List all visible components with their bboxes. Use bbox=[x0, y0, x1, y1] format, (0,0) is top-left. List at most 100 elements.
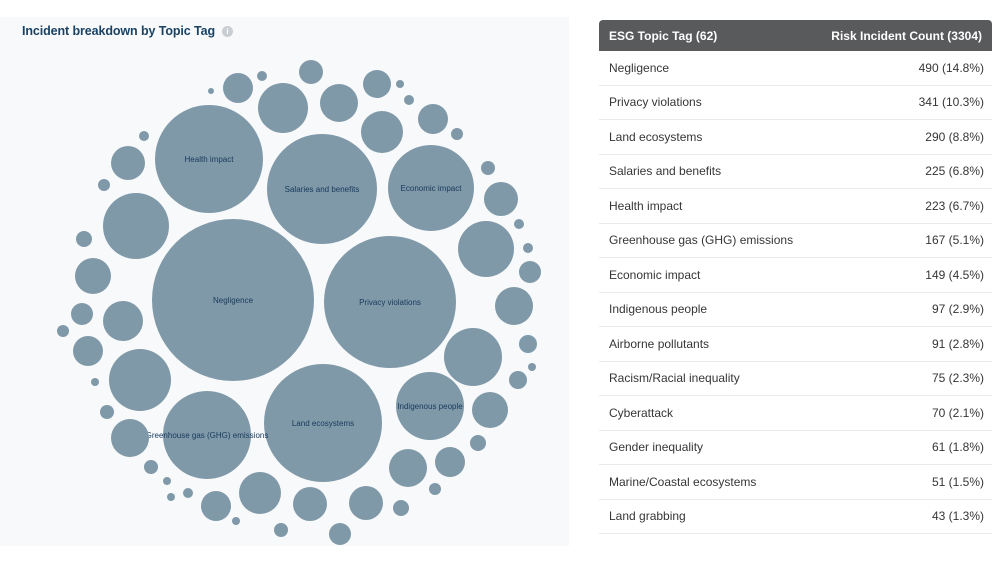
bubble-economic-impact[interactable]: Economic impact bbox=[388, 145, 474, 231]
bubble[interactable] bbox=[444, 328, 502, 386]
bubble[interactable] bbox=[100, 405, 114, 419]
bubble[interactable] bbox=[320, 84, 358, 122]
topic-tag-table: ESG Topic Tag (62) Risk Incident Count (… bbox=[599, 20, 992, 534]
bubble[interactable] bbox=[257, 71, 267, 81]
row-topic: Land ecosystems bbox=[609, 129, 703, 144]
bubble[interactable] bbox=[361, 111, 403, 153]
bubble[interactable] bbox=[435, 447, 465, 477]
bubble[interactable] bbox=[396, 80, 404, 88]
bubble-label: Greenhouse gas (GHG) emissions bbox=[145, 430, 269, 440]
row-topic: Cyberattack bbox=[609, 405, 674, 420]
table-row: Health impact 223 (6.7%) bbox=[599, 189, 992, 224]
bubble[interactable] bbox=[76, 231, 92, 247]
bubble[interactable] bbox=[201, 491, 231, 521]
bubble[interactable] bbox=[183, 488, 193, 498]
row-topic: Negligence bbox=[609, 60, 670, 75]
row-count: 149 (4.5%) bbox=[925, 267, 984, 282]
bubble[interactable] bbox=[528, 363, 536, 371]
card-header: Incident breakdown by Topic Tag i bbox=[22, 24, 233, 38]
bubble[interactable] bbox=[519, 335, 537, 353]
bubble[interactable] bbox=[103, 193, 169, 259]
bubble-health-impact[interactable]: Health impact bbox=[155, 105, 263, 213]
bubble[interactable] bbox=[299, 60, 323, 84]
bubble[interactable] bbox=[109, 349, 171, 411]
bubble[interactable] bbox=[484, 182, 518, 216]
bubble[interactable] bbox=[429, 483, 441, 495]
bubble-label: Negligence bbox=[212, 295, 254, 305]
row-topic: Land grabbing bbox=[609, 509, 686, 524]
row-topic: Health impact bbox=[609, 198, 683, 213]
table-header: ESG Topic Tag (62) Risk Incident Count (… bbox=[599, 20, 992, 51]
row-topic: Airborne pollutants bbox=[609, 336, 710, 351]
bubble[interactable] bbox=[239, 472, 281, 514]
row-count: 225 (6.8%) bbox=[925, 164, 984, 179]
bubble[interactable] bbox=[258, 83, 308, 133]
chart-title: Incident breakdown by Topic Tag bbox=[22, 24, 215, 38]
bubble[interactable] bbox=[329, 523, 351, 545]
bubble-privacy-violations[interactable]: Privacy violations bbox=[324, 236, 456, 368]
bubble-land-ecosystems[interactable]: Land ecosystems bbox=[264, 364, 382, 482]
row-count: 290 (8.8%) bbox=[925, 129, 984, 144]
bubble[interactable] bbox=[349, 486, 383, 520]
row-topic: Salaries and benefits bbox=[609, 164, 722, 179]
bubble[interactable] bbox=[139, 131, 149, 141]
table-row: Land ecosystems 290 (8.8%) bbox=[599, 120, 992, 155]
bubble[interactable] bbox=[91, 378, 99, 386]
row-topic: Greenhouse gas (GHG) emissions bbox=[609, 233, 794, 248]
bubble[interactable] bbox=[274, 523, 288, 537]
row-count: 223 (6.7%) bbox=[925, 198, 984, 213]
bubble[interactable] bbox=[451, 128, 463, 140]
table-row: Airborne pollutants 91 (2.8%) bbox=[599, 327, 992, 362]
row-topic: Racism/Racial inequality bbox=[609, 371, 740, 386]
bubble[interactable] bbox=[103, 301, 143, 341]
bubble[interactable] bbox=[111, 146, 145, 180]
bubble[interactable] bbox=[389, 449, 427, 487]
bubble-label: Economic impact bbox=[400, 183, 462, 193]
bubble-negligence[interactable]: Negligence bbox=[152, 219, 314, 381]
bubble[interactable] bbox=[519, 261, 541, 283]
bubble[interactable] bbox=[232, 517, 240, 525]
bubble[interactable] bbox=[514, 219, 524, 229]
bubble-salaries-and-benefits[interactable]: Salaries and benefits bbox=[267, 134, 377, 244]
bubble[interactable] bbox=[71, 303, 93, 325]
bubble-greenhouse-gas-ghg-emissions[interactable]: Greenhouse gas (GHG) emissions bbox=[146, 391, 268, 479]
bubble[interactable] bbox=[393, 500, 409, 516]
bubble[interactable] bbox=[111, 419, 149, 457]
bubble[interactable] bbox=[167, 493, 175, 501]
bubble[interactable] bbox=[223, 73, 253, 103]
row-count: 75 (2.3%) bbox=[931, 371, 984, 386]
bubble[interactable] bbox=[404, 95, 414, 105]
bubble[interactable] bbox=[163, 477, 171, 485]
bubble[interactable] bbox=[481, 161, 495, 175]
bubble[interactable] bbox=[73, 336, 103, 366]
row-topic: Gender inequality bbox=[609, 440, 704, 455]
bubble-indigenous-people[interactable]: Indigenous people bbox=[396, 372, 464, 440]
bubble-label: Privacy violations bbox=[359, 297, 421, 307]
bubble[interactable] bbox=[472, 392, 508, 428]
row-count: 91 (2.8%) bbox=[931, 336, 984, 351]
bubble[interactable] bbox=[458, 221, 514, 277]
bubble[interactable] bbox=[495, 287, 533, 325]
bubble[interactable] bbox=[363, 70, 391, 98]
bubble[interactable] bbox=[293, 487, 327, 521]
row-topic: Marine/Coastal ecosystems bbox=[609, 474, 757, 489]
bubble[interactable] bbox=[418, 104, 448, 134]
bubble[interactable] bbox=[144, 460, 158, 474]
bubble[interactable] bbox=[57, 325, 69, 337]
col-header-topic: ESG Topic Tag (62) bbox=[609, 28, 718, 43]
bubble[interactable] bbox=[470, 435, 486, 451]
bubble[interactable] bbox=[509, 371, 527, 389]
bubble[interactable] bbox=[98, 179, 110, 191]
table-row: Racism/Racial inequality 75 (2.3%) bbox=[599, 361, 992, 396]
bubble[interactable] bbox=[208, 88, 214, 94]
info-icon[interactable]: i bbox=[221, 25, 233, 37]
bubble[interactable] bbox=[523, 243, 533, 253]
bubble[interactable] bbox=[75, 258, 111, 294]
